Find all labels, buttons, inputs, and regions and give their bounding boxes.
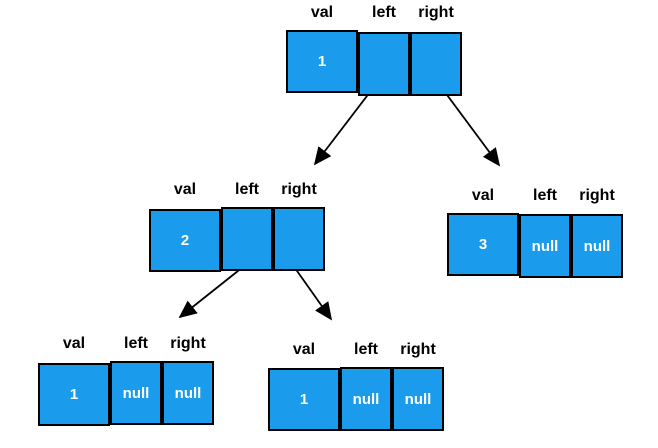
header-left: left bbox=[124, 335, 148, 352]
left-cell bbox=[221, 207, 273, 271]
node-cells: 1 null null bbox=[38, 361, 214, 426]
header-right: right bbox=[579, 187, 615, 204]
header-left: left bbox=[354, 341, 378, 358]
header-right: right bbox=[400, 341, 436, 358]
val-cell: 1 bbox=[268, 368, 340, 431]
header-right: right bbox=[418, 4, 454, 21]
node-cells: 1 null null bbox=[268, 367, 444, 431]
header-right: right bbox=[281, 181, 317, 198]
node-cells: 2 bbox=[149, 207, 325, 272]
right-cell: null bbox=[162, 361, 214, 425]
tree-node-3: val left right 3 null null bbox=[447, 187, 623, 278]
right-cell bbox=[410, 32, 462, 96]
header-val: val bbox=[292, 341, 316, 358]
header-val: val bbox=[310, 4, 334, 21]
right-cell: null bbox=[392, 367, 444, 431]
header-left: left bbox=[533, 187, 557, 204]
node-cells: 3 null null bbox=[447, 213, 623, 278]
left-cell: null bbox=[110, 361, 162, 425]
tree-node-2: val left right 2 bbox=[149, 181, 325, 272]
column-headers: val left right bbox=[286, 4, 462, 22]
header-right: right bbox=[170, 335, 206, 352]
val-cell: 1 bbox=[286, 30, 358, 93]
val-cell: 1 bbox=[38, 363, 110, 426]
column-headers: val left right bbox=[447, 187, 623, 205]
node-cells: 1 bbox=[286, 30, 462, 96]
val-cell: 3 bbox=[447, 213, 519, 276]
right-cell: null bbox=[571, 214, 623, 278]
left-cell bbox=[358, 32, 410, 96]
right-cell bbox=[273, 207, 325, 271]
column-headers: val left right bbox=[38, 335, 214, 353]
tree-node-5: val left right 1 null null bbox=[268, 341, 444, 431]
header-val: val bbox=[62, 335, 86, 352]
val-cell: 2 bbox=[149, 209, 221, 272]
tree-node-1: val left right 1 bbox=[286, 4, 462, 96]
header-left: left bbox=[235, 181, 259, 198]
header-val: val bbox=[173, 181, 197, 198]
left-cell: null bbox=[340, 367, 392, 431]
left-cell: null bbox=[519, 214, 571, 278]
column-headers: val left right bbox=[268, 341, 444, 359]
column-headers: val left right bbox=[149, 181, 325, 199]
header-val: val bbox=[471, 187, 495, 204]
tree-node-4: val left right 1 null null bbox=[38, 335, 214, 426]
header-left: left bbox=[372, 4, 396, 21]
